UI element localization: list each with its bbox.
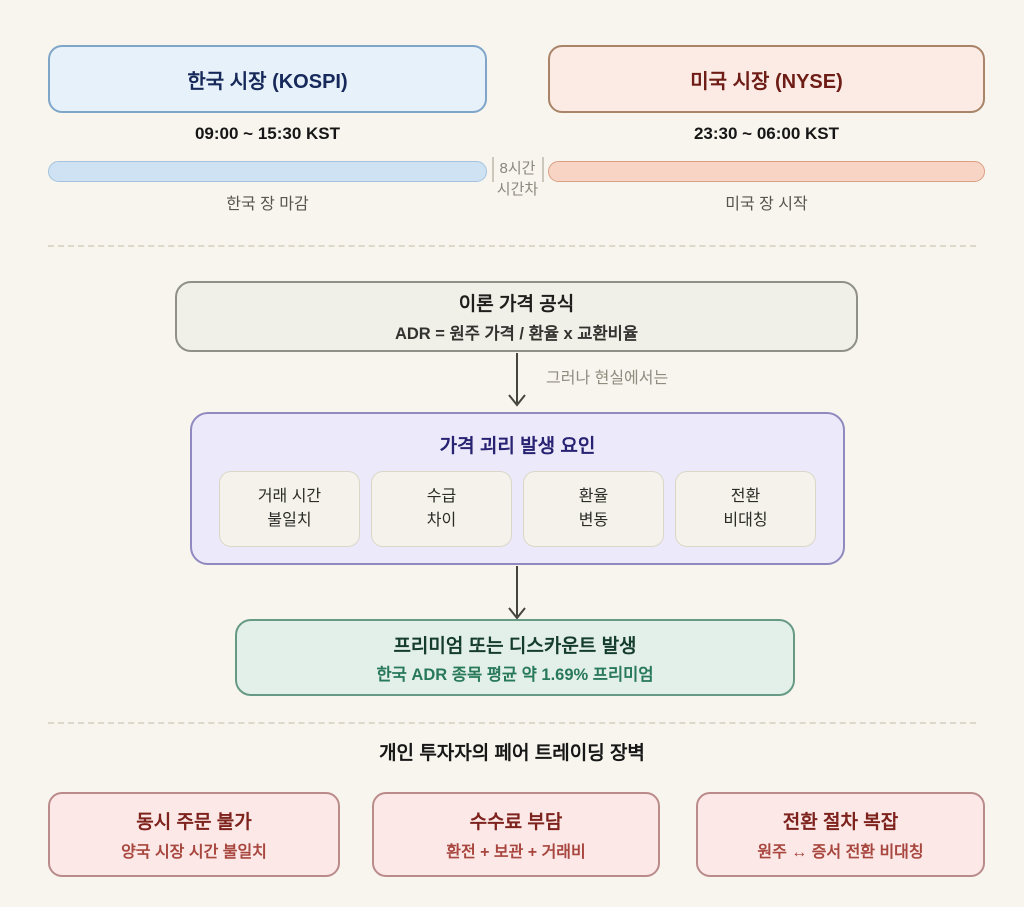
us-bar-label: 미국 장 시작 [725, 196, 808, 213]
result-title: 프리미엄 또는 디스카운트 발생 [393, 635, 637, 657]
barrier-title: 전환 절차 복잡 [782, 812, 899, 833]
barrier-card-fees: 수수료 부담 환전 + 보관 + 거래비 [372, 792, 660, 877]
gap-separator-right [542, 157, 544, 182]
barrier-title: 수수료 부담 [469, 812, 563, 833]
premium-result-box: 프리미엄 또는 디스카운트 발생 한국 ADR 종목 평균 약 1.69% 프리… [235, 619, 795, 696]
factors-title: 가격 괴리 발생 요인 [439, 436, 596, 457]
theory-formula-box: 이론 가격 공식 ADR = 원주 가격 / 환율 x 교환비율 [175, 281, 858, 352]
down-arrow-icon [508, 353, 526, 407]
barrier-subtitle: 환전 + 보관 + 거래비 [446, 844, 586, 861]
dashed-divider-top [48, 245, 976, 247]
korea-bar-label: 한국 장 마감 [226, 196, 309, 213]
price-gap-factors-box: 가격 괴리 발생 요인 거래 시간 불일치 수급 차이 환율 변동 전환 비대칭 [190, 412, 845, 565]
us-market-hours: 23:30 ~ 06:00 KST [693, 124, 840, 143]
barrier-subtitle: 원주 ↔ 증서 전환 비대칭 [757, 844, 924, 861]
result-subtitle: 한국 ADR 종목 평균 약 1.69% 프리미엄 [376, 665, 654, 684]
formula-title: 이론 가격 공식 [458, 294, 575, 315]
us-session-bar [548, 161, 985, 182]
factors-row: 거래 시간 불일치 수급 차이 환율 변동 전환 비대칭 [192, 471, 843, 547]
korea-market-title: 한국 시장 (KOSPI) [187, 70, 348, 93]
time-gap-label: 8시간 시간차 [496, 160, 539, 198]
barriers-section-title: 개인 투자자의 페어 트레이딩 장벽 [379, 743, 645, 764]
barrier-title: 동시 주문 불가 [136, 812, 252, 833]
factor-card-fx: 환율 변동 [523, 471, 664, 547]
us-market-title: 미국 시장 (NYSE) [690, 70, 843, 93]
us-market-box: 미국 시장 (NYSE) [548, 45, 985, 113]
gap-separator-left [492, 157, 494, 182]
factor-card-trading-hours: 거래 시간 불일치 [219, 471, 360, 547]
dashed-divider-bottom [48, 722, 976, 724]
barrier-card-simultaneous-order: 동시 주문 불가 양국 시장 시간 불일치 [48, 792, 340, 877]
korea-session-bar [48, 161, 487, 182]
reality-note: 그러나 현실에서는 [546, 370, 669, 387]
down-arrow-icon [508, 566, 526, 620]
factor-card-supply-demand: 수급 차이 [371, 471, 512, 547]
formula-expression: ADR = 원주 가격 / 환율 x 교환비율 [394, 325, 639, 343]
factor-card-conversion: 전환 비대칭 [675, 471, 816, 547]
korea-market-hours: 09:00 ~ 15:30 KST [194, 124, 341, 143]
barrier-card-conversion-process: 전환 절차 복잡 원주 ↔ 증서 전환 비대칭 [696, 792, 985, 877]
korea-market-box: 한국 시장 (KOSPI) [48, 45, 487, 113]
barrier-subtitle: 양국 시장 시간 불일치 [121, 844, 267, 861]
